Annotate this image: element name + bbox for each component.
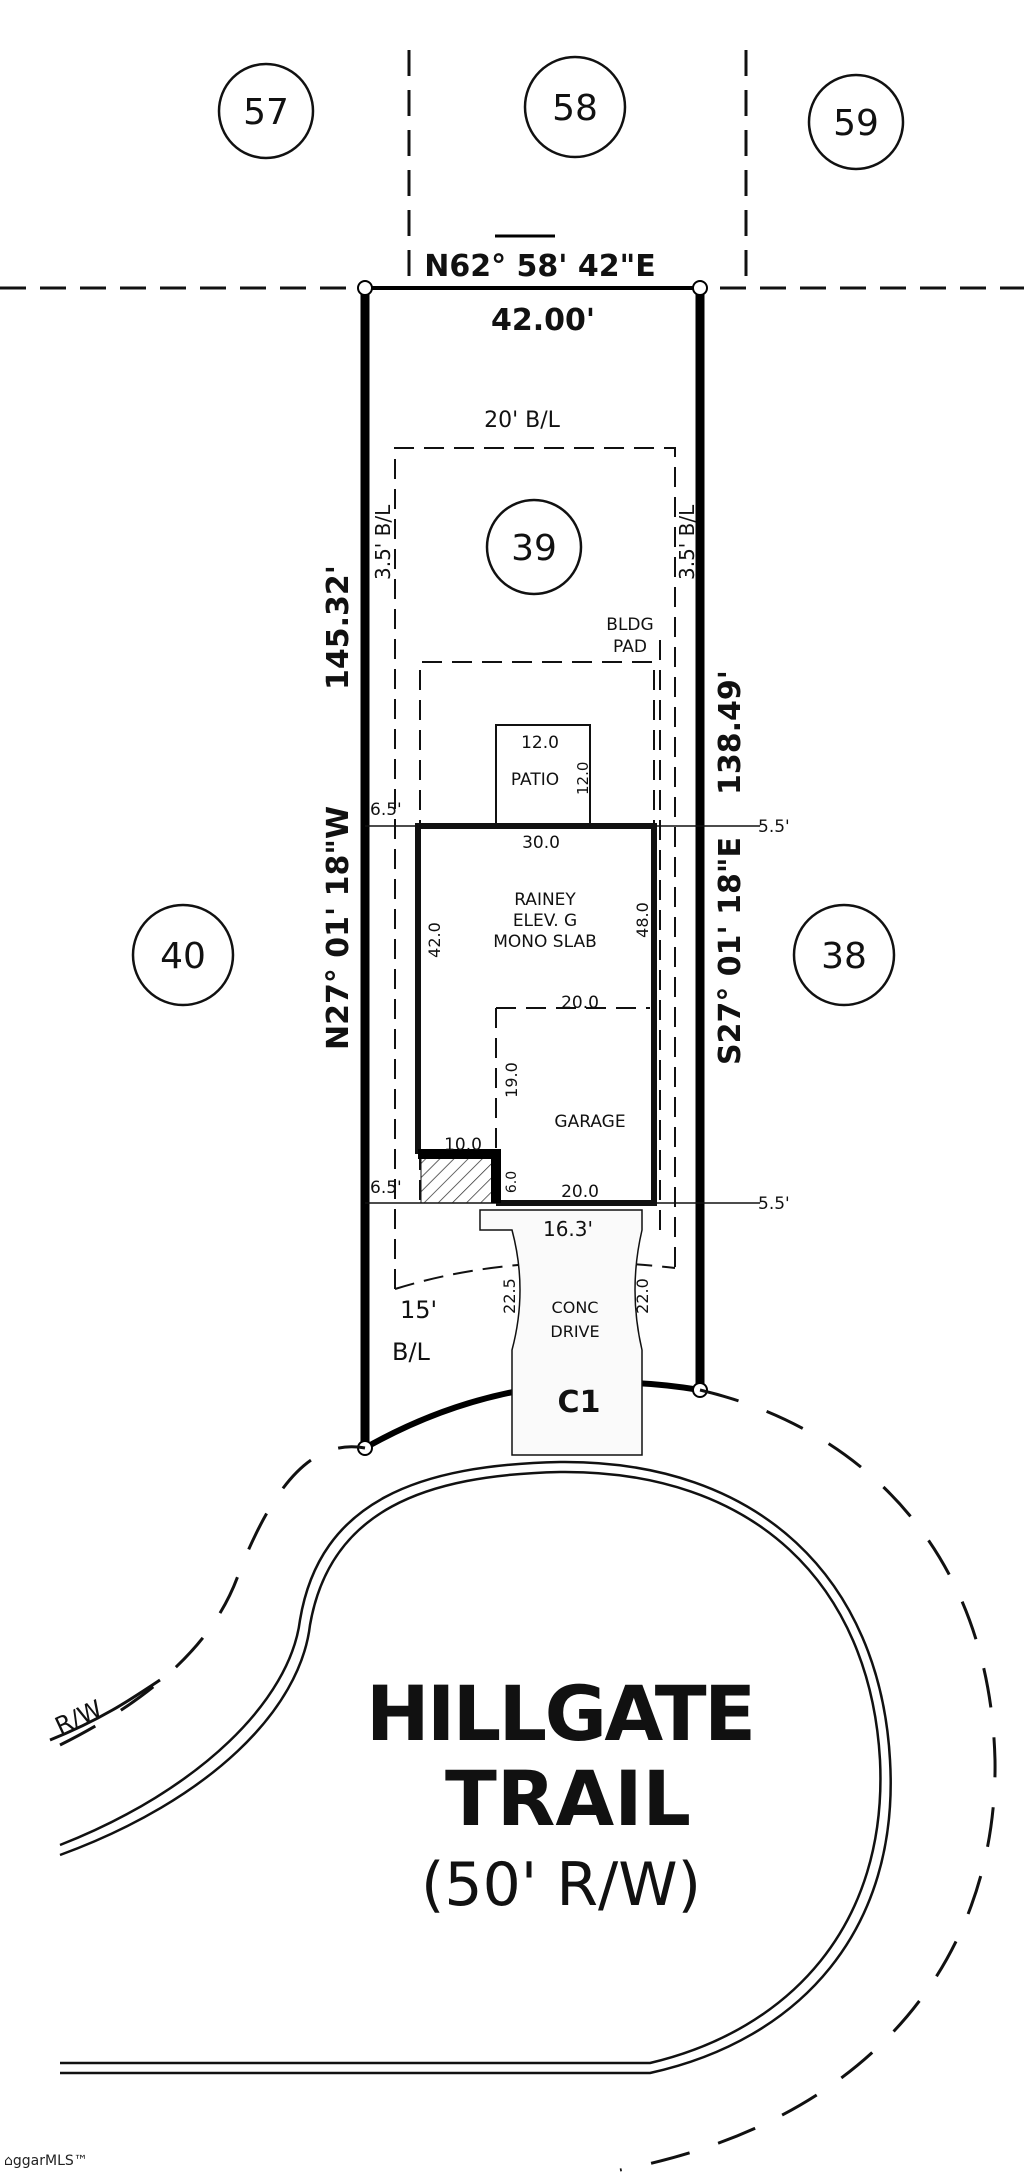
bldg-pad-label-1: BLDG bbox=[606, 615, 653, 635]
patio-depth: 12.0 bbox=[574, 762, 592, 795]
east-bearing: S27° 01' 18"E bbox=[713, 837, 748, 1065]
offset-left-bottom: 6.5' bbox=[370, 1178, 402, 1198]
side-setback-right: 3.5' B/L bbox=[675, 504, 699, 580]
garage-width-top: 20.0 bbox=[561, 993, 599, 1013]
street-pavement bbox=[59, 1460, 892, 2075]
north-distance: 42.00' bbox=[491, 303, 595, 338]
house-outline bbox=[415, 823, 657, 1206]
house-depth-left: 42.0 bbox=[425, 922, 444, 958]
garage-outline bbox=[495, 1007, 650, 1150]
garage-label: GARAGE bbox=[554, 1112, 625, 1132]
street-row-width: (50' R/W) bbox=[421, 1850, 701, 1920]
house-elevation: ELEV. G bbox=[513, 911, 577, 931]
notch-depth: 6.0 bbox=[504, 1171, 520, 1193]
rear-setback: 20' B/L bbox=[484, 408, 561, 433]
garage-depth: 19.0 bbox=[502, 1062, 521, 1098]
house-width: 30.0 bbox=[522, 833, 560, 853]
notch-width: 10.0 bbox=[444, 1135, 482, 1155]
drive-label-2: DRIVE bbox=[550, 1322, 599, 1341]
street-name-1: HILLGATE bbox=[366, 1669, 756, 1758]
lot-lines-dashed bbox=[0, 50, 1024, 290]
east-distance: 138.49' bbox=[713, 670, 748, 795]
garage-width-bottom: 20.0 bbox=[561, 1182, 599, 1202]
lot-40-circle bbox=[131, 903, 235, 1007]
lot-59-label: 59 bbox=[833, 103, 879, 144]
concrete-drive bbox=[479, 1209, 643, 1456]
right-of-way bbox=[59, 1388, 997, 2172]
watermark-text: ggarMLS™ bbox=[12, 2153, 88, 2169]
side-setback-left: 3.5' B/L bbox=[371, 504, 395, 580]
lot-58-label: 58 bbox=[552, 88, 598, 129]
lot-39-circle bbox=[485, 498, 583, 596]
mls-watermark: ⌂ggarMLS™ bbox=[4, 2153, 88, 2169]
lot-38-label: 38 bbox=[821, 936, 867, 977]
drive-right-length: 22.0 bbox=[633, 1278, 652, 1314]
west-distance: 145.32' bbox=[321, 565, 356, 690]
lot-40-label: 40 bbox=[160, 936, 206, 977]
lot-59-circle bbox=[807, 73, 905, 171]
street-name-2: TRAIL bbox=[445, 1754, 691, 1843]
lot-57-label: 57 bbox=[243, 92, 289, 133]
rw-label: R/W bbox=[51, 1695, 107, 1741]
lot-38-circle bbox=[792, 903, 896, 1007]
house-foundation: MONO SLAB bbox=[493, 932, 597, 952]
drive-front-width: 16.3' bbox=[543, 1217, 593, 1241]
offset-left-top: 6.5' bbox=[370, 800, 402, 820]
offset-right-bottom: 5.5' bbox=[758, 1194, 790, 1214]
lot-39-label: 39 bbox=[511, 528, 557, 569]
front-setback-value: 15' bbox=[400, 1296, 437, 1324]
patio-label: PATIO bbox=[511, 770, 559, 790]
offset-right-top: 5.5' bbox=[758, 817, 790, 837]
house-plan-name: RAINEY bbox=[514, 890, 576, 910]
drive-label-1: CONC bbox=[552, 1298, 599, 1317]
bldg-pad-label-2: PAD bbox=[613, 637, 647, 657]
house-logo-icon: ⌂ bbox=[4, 2153, 13, 2169]
house-depth-right: 48.0 bbox=[633, 902, 652, 938]
lot-57-circle bbox=[217, 62, 315, 160]
lot-58-circle bbox=[523, 55, 627, 159]
patio-width: 12.0 bbox=[521, 733, 559, 753]
drive-left-length: 22.5 bbox=[500, 1278, 519, 1314]
curve-label: C1 bbox=[558, 1385, 601, 1420]
north-bearing: N62° 58' 42"E bbox=[424, 249, 656, 284]
front-setback-label: B/L bbox=[392, 1338, 431, 1366]
porch-hatch bbox=[420, 1153, 497, 1204]
west-bearing: N27° 01' 18"W bbox=[321, 806, 356, 1050]
